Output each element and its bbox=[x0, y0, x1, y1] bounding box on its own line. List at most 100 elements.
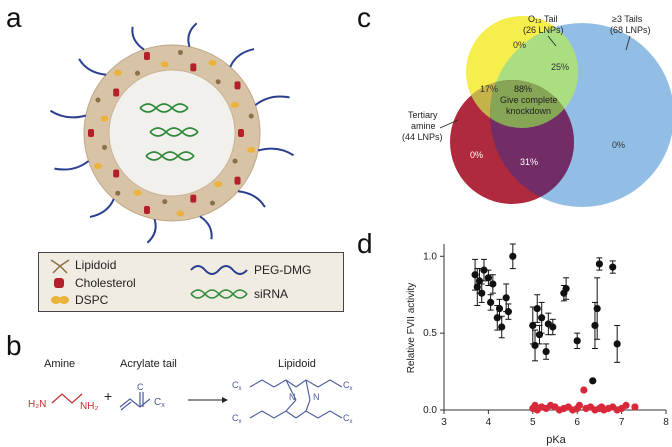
data-point bbox=[531, 341, 539, 350]
legend-dspc: DSPC bbox=[75, 293, 109, 307]
x-tick-label: 4 bbox=[486, 417, 492, 428]
dspc-icon bbox=[51, 296, 69, 304]
lipidoid-dot bbox=[232, 158, 238, 164]
dspc-dot bbox=[214, 181, 223, 188]
data-point bbox=[573, 337, 581, 345]
lipidoid-dot bbox=[177, 49, 183, 55]
venn-pct-o13-tertiary: 17% bbox=[480, 84, 498, 94]
dspc-dot bbox=[176, 210, 185, 217]
data-point bbox=[542, 347, 550, 356]
data-point bbox=[562, 284, 570, 293]
data-point-red bbox=[575, 401, 584, 409]
peg-dmg-tail bbox=[187, 22, 198, 48]
lipidoid-dot bbox=[248, 113, 254, 119]
data-point bbox=[498, 323, 506, 331]
data-point bbox=[502, 294, 510, 302]
venn-diagram: O₁₃ Tail (26 LNPs) ≥3 Tails (68 LNPs) Te… bbox=[402, 14, 672, 207]
data-point bbox=[609, 263, 617, 271]
lipidoid-dot bbox=[115, 190, 121, 196]
peg-dmg-tail bbox=[49, 109, 87, 119]
data-point bbox=[533, 304, 541, 313]
peg-dmg-tail bbox=[229, 48, 255, 68]
legend-cholesterol: Cholesterol bbox=[75, 276, 136, 290]
lipidoid-dot bbox=[210, 200, 215, 206]
dspc-dot bbox=[208, 59, 217, 66]
cholesterol-dot bbox=[234, 176, 241, 185]
peg-dmg-tail bbox=[254, 95, 290, 106]
data-point-red bbox=[622, 401, 630, 409]
cholesterol-dot bbox=[113, 169, 120, 178]
lipidoid-dot bbox=[162, 199, 168, 205]
venn-label-o13: O₁₃ Tail bbox=[528, 14, 558, 24]
data-point bbox=[613, 340, 621, 348]
cholesterol-dot bbox=[113, 88, 120, 97]
peg-dmg-tail bbox=[78, 58, 107, 76]
cholesterol-dot bbox=[143, 51, 150, 60]
x-tick-label: 7 bbox=[619, 417, 625, 428]
data-point bbox=[478, 289, 486, 297]
y-tick-label: 0.5 bbox=[423, 328, 437, 339]
dspc-dot bbox=[231, 101, 240, 108]
dspc-dot bbox=[247, 146, 256, 153]
lnp-illustration bbox=[49, 22, 295, 244]
y-tick-label: 1.0 bbox=[423, 251, 437, 262]
venn-label-tertiary-amine: amine bbox=[411, 121, 436, 131]
data-point bbox=[504, 308, 512, 316]
venn-label-tails3: ≥3 Tails bbox=[612, 14, 643, 24]
venn-pct-center: 88% bbox=[514, 84, 532, 94]
data-point bbox=[595, 260, 604, 268]
y-axis-label: Relative FVII activity bbox=[406, 283, 417, 374]
venn-pct-tertiary-only: 0% bbox=[470, 150, 483, 160]
panel-label-a: a bbox=[6, 2, 22, 33]
x-tick-label: 8 bbox=[663, 417, 669, 428]
lipidoid-dot bbox=[95, 97, 101, 103]
sirna-legend-icon bbox=[190, 289, 248, 299]
peg-dmg-tail bbox=[199, 215, 213, 240]
peg-dmg-tail bbox=[237, 190, 266, 208]
dspc-dot bbox=[113, 69, 122, 76]
cholesterol-dot bbox=[88, 129, 94, 137]
peg-dmg-tail bbox=[131, 26, 145, 51]
dspc-dot bbox=[100, 115, 109, 122]
cholesterol-dot bbox=[234, 81, 241, 90]
lipidoid-dot bbox=[215, 79, 221, 85]
data-point bbox=[593, 304, 601, 313]
lipidoid-dot bbox=[102, 144, 108, 150]
peg-dmg-icon bbox=[190, 265, 248, 275]
data-point bbox=[509, 252, 517, 260]
data-point-red bbox=[631, 403, 639, 411]
lipidoid-icon bbox=[50, 259, 70, 274]
venn-label-tails3-count: (68 LNPs) bbox=[610, 25, 651, 35]
sirna-icon bbox=[139, 103, 199, 161]
data-point-red bbox=[580, 386, 588, 394]
data-point bbox=[529, 321, 537, 330]
panel-label-c: c bbox=[357, 2, 371, 33]
venn-label-o13-count: (26 LNPs) bbox=[523, 25, 564, 35]
venn-pct-o13-only: 0% bbox=[513, 40, 526, 50]
data-point bbox=[589, 377, 597, 385]
venn-label-tertiary-count: (44 LNPs) bbox=[402, 132, 443, 142]
data-point bbox=[538, 314, 546, 322]
peg-dmg-tail bbox=[89, 198, 115, 218]
peg-dmg-tail bbox=[146, 218, 157, 244]
data-point bbox=[484, 274, 492, 282]
legend-peg-dmg: PEG-DMG bbox=[254, 263, 312, 277]
cholesterol-dot bbox=[238, 129, 244, 137]
dspc-dot bbox=[133, 189, 142, 196]
cholesterol-icon bbox=[54, 278, 64, 288]
data-point bbox=[489, 280, 497, 288]
dspc-dot bbox=[160, 61, 169, 68]
venn-label-tertiary: Tertiary bbox=[408, 110, 438, 120]
venn-pct-tertiary-tails3: 31% bbox=[520, 157, 538, 167]
data-point bbox=[475, 277, 484, 285]
x-tick-label: 3 bbox=[441, 417, 447, 428]
cholesterol-dot bbox=[190, 63, 197, 72]
x-tick-label: 5 bbox=[530, 417, 536, 428]
cholesterol-dot bbox=[143, 206, 150, 215]
data-point bbox=[549, 323, 557, 331]
component-legend: Lipidoid Cholesterol DSPC PEG-DMG siRNA bbox=[38, 252, 344, 312]
venn-pct-tails3-only: 0% bbox=[612, 140, 625, 150]
dspc-dot bbox=[94, 162, 103, 169]
data-point bbox=[487, 298, 495, 307]
